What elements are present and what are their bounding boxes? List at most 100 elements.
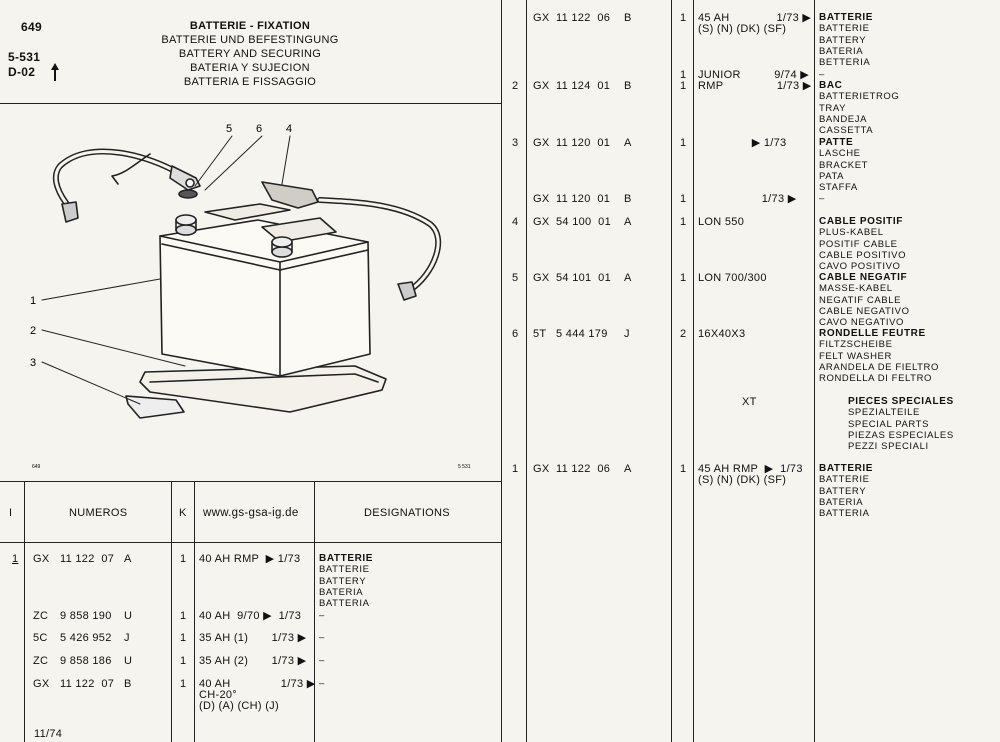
designation: BATTERIE bbox=[819, 463, 874, 474]
designation: – bbox=[319, 610, 325, 621]
spec-line: JUNIOR 9/74 ▶ bbox=[698, 69, 810, 81]
column-header-k: K bbox=[179, 507, 187, 519]
designation: CAVO NEGATIVO bbox=[819, 317, 905, 329]
callout-4: 4 bbox=[286, 123, 292, 135]
column-header-numeros: NUMEROS bbox=[69, 507, 128, 519]
spec-line: 1/73 ▶ bbox=[698, 193, 797, 205]
spec: 40 AH RMP ▶ 1/73 bbox=[199, 553, 301, 565]
right-col-rule-4 bbox=[814, 0, 815, 742]
part-number: 11 124 01 bbox=[556, 80, 611, 92]
quantity: 1 bbox=[180, 632, 187, 644]
column-header-designations: DESIGNATIONS bbox=[364, 507, 450, 519]
part-suffix: B bbox=[124, 678, 132, 690]
part-prefix: GX bbox=[533, 193, 550, 205]
designation: BRACKET bbox=[819, 159, 869, 171]
part-suffix: J bbox=[624, 328, 630, 340]
quantity: 1 bbox=[680, 80, 687, 92]
arrow-up-icon bbox=[51, 63, 59, 81]
part-suffix: A bbox=[624, 216, 632, 228]
part-suffix: B bbox=[624, 12, 632, 24]
quantity: 1 bbox=[680, 272, 687, 284]
designation: PEZZI SPECIALI bbox=[848, 441, 929, 453]
designation: BATTERIE bbox=[819, 474, 870, 486]
designation: – bbox=[319, 632, 325, 643]
row-index: 2 bbox=[512, 80, 519, 92]
part-number: 5 426 952 bbox=[60, 632, 112, 644]
quantity: 1 bbox=[680, 12, 687, 24]
callout-3: 3 bbox=[30, 357, 36, 369]
spec-line: ▶ 1/73 bbox=[698, 137, 787, 149]
designation: PIEZAS ESPECIALES bbox=[848, 429, 954, 441]
designation: BAC bbox=[819, 80, 843, 91]
footer-date: 11/74 bbox=[34, 728, 63, 740]
part-prefix: GX bbox=[33, 678, 50, 690]
designation: FILTZSCHEIBE bbox=[819, 339, 893, 351]
part-suffix: U bbox=[124, 610, 133, 622]
designation: BATERIA bbox=[819, 496, 864, 508]
row-index: 3 bbox=[512, 137, 519, 149]
quantity: 1 bbox=[180, 655, 187, 667]
part-prefix: GX bbox=[533, 137, 550, 149]
part-prefix: 5T bbox=[533, 328, 547, 340]
spec-line: 16X40X3 bbox=[698, 328, 746, 340]
spec-line: 40 AH 1/73 ▶ bbox=[199, 678, 316, 690]
spec-line: CH-20° bbox=[199, 689, 237, 701]
part-suffix: A bbox=[624, 463, 632, 475]
part-number: 5 444 179 bbox=[556, 328, 608, 340]
spec-line: LON 550 bbox=[698, 216, 745, 228]
part-number: 11 120 01 bbox=[556, 137, 611, 149]
designation: ARANDELA DE FIELTRO bbox=[819, 361, 939, 373]
part-suffix: A bbox=[624, 137, 632, 149]
spec: 35 AH (1) 1/73 ▶ bbox=[199, 632, 307, 644]
diagram-bottom-rule bbox=[0, 481, 501, 482]
table-header-rule bbox=[0, 542, 501, 543]
part-suffix: A bbox=[624, 272, 632, 284]
part-suffix: J bbox=[124, 632, 130, 644]
part-prefix: GX bbox=[33, 553, 50, 565]
tray-outline bbox=[139, 365, 387, 413]
designation: BATERIA bbox=[819, 45, 864, 57]
designation: CASSETTA bbox=[819, 125, 874, 137]
designation: TRAY bbox=[819, 102, 847, 114]
spec: 35 AH (2) 1/73 ▶ bbox=[199, 655, 307, 667]
negative-cable bbox=[52, 148, 183, 211]
spec-line: (S) (N) (DK) (SF) bbox=[698, 474, 787, 486]
quantity: 1 bbox=[680, 69, 687, 81]
designation: BATTERIA bbox=[319, 598, 370, 610]
subsection-code: D-02 bbox=[8, 65, 36, 79]
part-suffix: B bbox=[624, 80, 632, 92]
quantity: 1 bbox=[680, 193, 687, 205]
designation: RONDELLA DI FELTRO bbox=[819, 373, 933, 385]
part-number: 11 122 06 bbox=[556, 463, 611, 475]
part-prefix: GX bbox=[533, 80, 550, 92]
designation: BATERIA bbox=[319, 586, 364, 598]
left-panel-divider bbox=[501, 0, 502, 742]
part-prefix: GX bbox=[533, 463, 550, 475]
left-col-rule-1 bbox=[24, 481, 25, 742]
designation: POSITIF CABLE bbox=[819, 238, 898, 250]
designation: PATA bbox=[819, 170, 845, 182]
designation: PIECES SPECIALES bbox=[848, 396, 954, 407]
part-suffix: B bbox=[624, 193, 632, 205]
part-prefix: GX bbox=[533, 272, 550, 284]
designation: BATTERY bbox=[319, 575, 367, 587]
designation: RONDELLE FEUTRE bbox=[819, 328, 926, 339]
part-prefix: ZC bbox=[33, 655, 49, 667]
title-it: BATTERIA E FISSAGGIO bbox=[183, 76, 317, 88]
bracket bbox=[125, 395, 185, 419]
designation: CABLE NEGATIVO bbox=[819, 305, 910, 317]
designation: CABLE POSITIVO bbox=[819, 249, 907, 261]
callout-5: 5 bbox=[226, 123, 232, 135]
spec-line: 45 AH 1/73 ▶ bbox=[698, 12, 812, 24]
row-index: 1 bbox=[512, 463, 519, 475]
designation: BATTERIE bbox=[319, 553, 374, 564]
part-number: 11 122 06 bbox=[556, 12, 611, 24]
designation: LASCHE bbox=[819, 148, 861, 160]
quantity: 1 bbox=[180, 553, 187, 565]
spec: 40 AH 9/70 ▶ 1/73 bbox=[199, 610, 302, 622]
designation: NEGATIF CABLE bbox=[819, 294, 902, 306]
designation: BATTERIE bbox=[819, 12, 874, 23]
designation: BATTERIE bbox=[819, 23, 870, 35]
left-col-rule-2 bbox=[171, 481, 172, 742]
designation: BANDEJA bbox=[819, 113, 868, 125]
